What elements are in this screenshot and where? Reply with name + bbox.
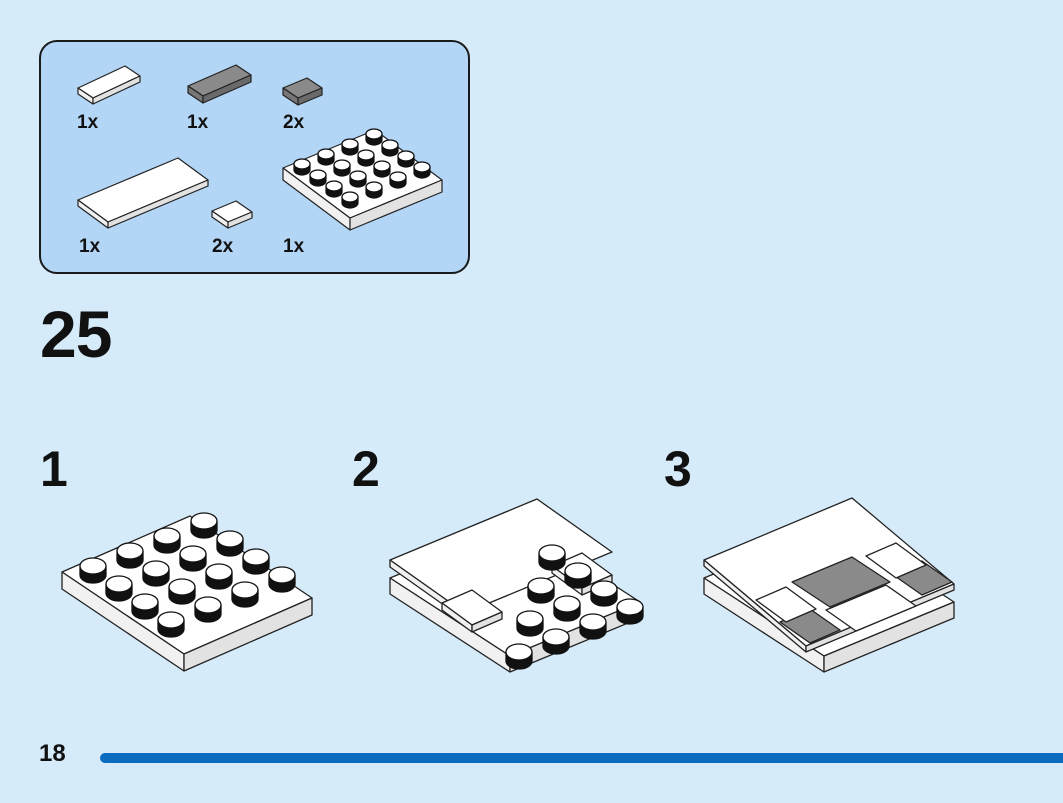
part-white-plate-4x4 (282, 128, 443, 231)
stud (505, 643, 533, 670)
sub-step-number-3: 3 (664, 441, 692, 497)
stud (231, 581, 259, 608)
part-white-tile-2x4 (77, 157, 209, 229)
stud (79, 557, 107, 584)
stud (168, 578, 196, 605)
stud (579, 613, 607, 640)
step-3-assembly (703, 497, 955, 673)
stud (357, 149, 375, 167)
stud (105, 575, 133, 602)
stud (293, 158, 311, 176)
stud (389, 171, 407, 189)
part-dark-gray-tile-1x2 (187, 64, 252, 104)
stud (413, 161, 431, 179)
part-white-tile-1x1 (211, 200, 253, 229)
stud (527, 577, 555, 604)
page-number: 18 (39, 740, 66, 767)
stud (190, 512, 218, 539)
main-step-number: 25 (40, 297, 112, 371)
part-qty-dark-gray-tile-1x1: 2x (283, 112, 305, 133)
stud (365, 181, 383, 199)
part-white-tile-1x2 (77, 65, 141, 105)
stud (179, 545, 207, 572)
stud (564, 562, 592, 589)
stud (194, 596, 222, 623)
stud (205, 563, 233, 590)
stud (616, 598, 644, 625)
stud (317, 148, 335, 166)
part-qty-dark-gray-tile-1x2: 1x (187, 112, 209, 133)
stud (349, 170, 367, 188)
stud (373, 160, 391, 178)
stud (590, 580, 618, 607)
part-dark-gray-tile-1x1 (282, 77, 323, 106)
stud (553, 595, 581, 622)
stud (397, 150, 415, 168)
stud (131, 593, 159, 620)
sub-step-number-1: 1 (40, 441, 68, 497)
stud (341, 191, 359, 209)
stud (516, 610, 544, 637)
stud (157, 611, 185, 638)
stud (333, 159, 351, 177)
parts-illustrations (77, 64, 443, 231)
stud (268, 566, 296, 593)
part-qty-white-tile-1x2: 1x (77, 112, 99, 133)
stud (216, 530, 244, 557)
step-1-plate (61, 512, 313, 672)
sub-step-number-2: 2 (352, 441, 380, 497)
step-2-assembly (389, 498, 644, 673)
stud (341, 138, 359, 156)
stud (153, 527, 181, 554)
stud (309, 169, 327, 187)
stud (538, 544, 566, 571)
part-qty-white-tile-2x4: 1x (79, 236, 101, 257)
stud (365, 128, 383, 146)
stud (381, 139, 399, 157)
part-qty-white-tile-1x1: 2x (212, 236, 234, 257)
progress-bar (100, 753, 1063, 763)
stud (325, 180, 343, 198)
stud (242, 548, 270, 575)
stud (542, 628, 570, 655)
part-qty-white-plate-4x4: 1x (283, 236, 305, 257)
stud (116, 542, 144, 569)
stud (142, 560, 170, 587)
